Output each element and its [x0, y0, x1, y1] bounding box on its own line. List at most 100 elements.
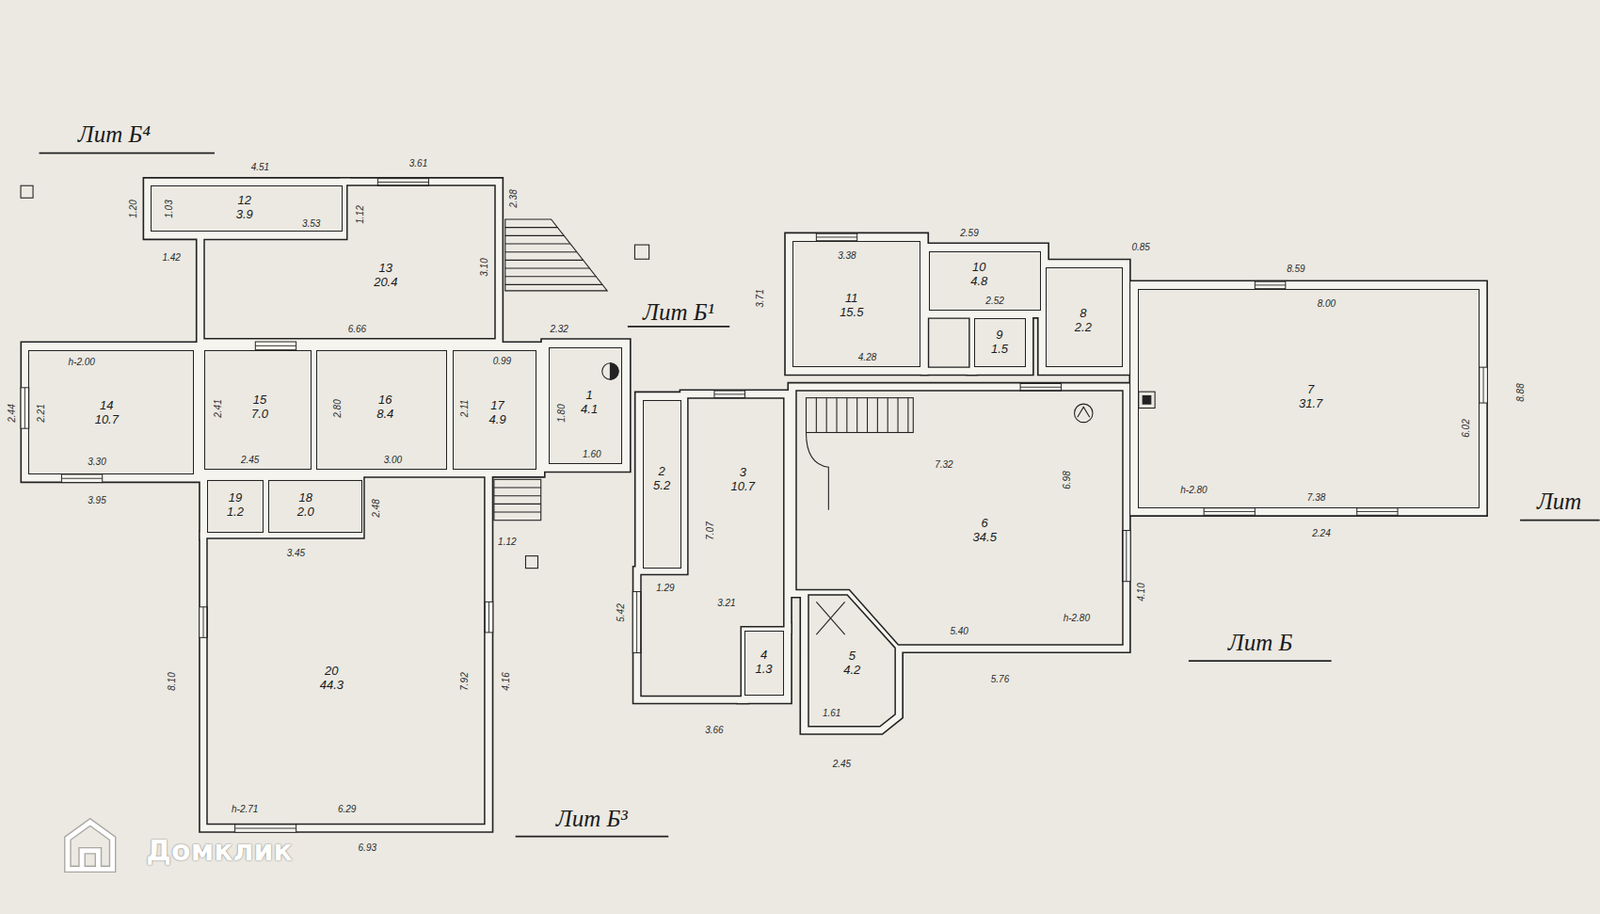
window-pane [488, 601, 490, 633]
room-floor [204, 185, 496, 339]
room-label: 182.0 [297, 491, 315, 520]
dimension-label: 3.71 [753, 288, 765, 307]
room-floor [928, 318, 970, 368]
room-label: 123.9 [236, 193, 254, 223]
stair-step [846, 398, 848, 433]
dimension-label: 3.30 [87, 456, 106, 467]
room-number: 13 [373, 261, 398, 276]
room-label: 82.2 [1074, 306, 1092, 336]
room-label: 310.7 [731, 465, 755, 495]
stair-step [877, 398, 879, 433]
dimension-label: 0.85 [1131, 241, 1150, 253]
stove-symbol [1142, 395, 1152, 404]
window [1254, 281, 1286, 289]
room-floor [640, 398, 784, 696]
room-number: 4 [755, 648, 773, 663]
dimension-label: 7.92 [459, 672, 470, 691]
room-area: 5.2 [653, 479, 671, 494]
stair-step [505, 259, 584, 261]
room-label: 91.5 [991, 328, 1008, 357]
room-number: 3 [731, 465, 755, 480]
room-number: 17 [489, 399, 507, 414]
room-outline [796, 390, 1123, 645]
boiler-symbol [1077, 406, 1090, 417]
wall [642, 400, 682, 569]
wall [928, 318, 970, 368]
dimension-label: 2.24 [1312, 527, 1330, 538]
window-pane [61, 478, 102, 480]
wall [151, 185, 344, 232]
dimension-label: 5.42 [615, 603, 626, 622]
window-pane [714, 393, 746, 395]
building-label: Лит [1536, 489, 1583, 516]
room: 1410.7 [28, 350, 194, 475]
room: 634.5 [796, 390, 1123, 645]
stairs [20, 185, 1155, 635]
window [61, 474, 102, 483]
dimension-label: 8.88 [1515, 384, 1526, 402]
room-area: 1.2 [226, 505, 244, 520]
dimension-label: 1.20 [127, 200, 138, 219]
wall [1045, 267, 1122, 368]
wall [640, 398, 784, 696]
room-outline [204, 185, 496, 339]
window-pane [1203, 511, 1255, 512]
wall [928, 251, 1041, 311]
room-floor [928, 251, 1041, 311]
room-floor [744, 630, 784, 696]
wall [1137, 288, 1480, 509]
dimension-label: 2.41 [211, 399, 223, 417]
underline [1188, 659, 1332, 662]
dimension-label: 1.12 [497, 535, 516, 546]
wall [744, 630, 784, 696]
dimension-label: 1.03 [162, 200, 174, 219]
stair [806, 398, 914, 433]
dimension-label: 7.32 [934, 459, 953, 470]
building-label: Лит Б⁴ [78, 121, 151, 148]
wall [207, 479, 264, 532]
window-pane [235, 827, 297, 829]
watermark: Домклик [145, 834, 293, 866]
logo [67, 821, 113, 869]
room-floor [207, 477, 485, 824]
room: 1320.4 [204, 185, 496, 339]
wall [974, 318, 1025, 368]
room-label: 174.9 [489, 399, 507, 428]
dimension-label: 3.21 [717, 596, 736, 608]
window-pane [1125, 530, 1127, 582]
window-pane [816, 236, 857, 238]
room-number: 8 [1074, 306, 1092, 321]
dimension-label: 8.59 [1286, 263, 1305, 274]
wall-fill [29, 185, 1480, 824]
room-number: 1 [580, 388, 598, 403]
wall [151, 185, 344, 232]
room-area: 2.2 [1074, 320, 1092, 336]
window [255, 341, 296, 351]
dimension-label: 2.80 [331, 399, 342, 417]
window [1203, 508, 1255, 516]
chimney-symbol [634, 244, 649, 259]
underline [39, 152, 215, 155]
room-label: 25.2 [653, 464, 671, 494]
room-area: 4.1 [580, 402, 598, 417]
dimension-label: 2.45 [832, 757, 851, 768]
dimension-label: 3.45 [287, 546, 305, 558]
room-number: 11 [839, 291, 864, 306]
window-pane [203, 607, 205, 639]
room-area: 7.0 [251, 407, 269, 422]
underline [1520, 519, 1600, 522]
room-area: 10.7 [95, 413, 119, 428]
room: 1115.5 [792, 240, 921, 368]
window [1020, 383, 1061, 391]
room-label: 731.7 [1298, 383, 1323, 412]
room-floor [642, 400, 682, 569]
dimension-label: 3.38 [837, 250, 856, 261]
wall [974, 318, 1025, 368]
room-area: 1.5 [991, 342, 1008, 357]
room-label: 1410.7 [95, 399, 119, 428]
wall [316, 350, 448, 470]
dimension-label: h-2.80 [1063, 611, 1090, 623]
room-area: 34.5 [973, 530, 997, 545]
room-floor [792, 240, 920, 368]
